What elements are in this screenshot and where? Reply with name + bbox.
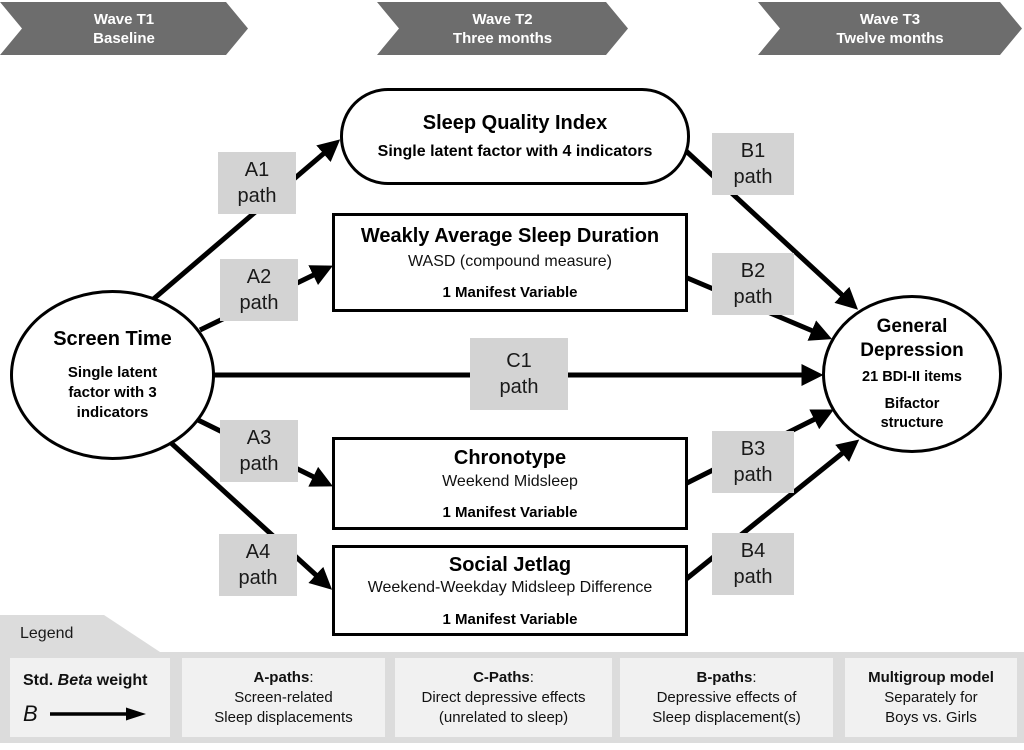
b-paths-title: B-paths: <box>696 668 756 688</box>
c-paths-colon: : <box>529 668 534 686</box>
a2-id: A2 <box>246 266 272 288</box>
label-a2-path: A2 path <box>220 259 298 321</box>
a-paths-line1: Screen-related <box>234 688 333 706</box>
label-b3-path: B3 path <box>712 431 794 493</box>
c-paths-line2: (unrelated to sleep) <box>438 708 569 726</box>
a2-word: path <box>239 292 279 314</box>
node-screen-time: Screen Time Single latent factor with 3 … <box>10 290 215 460</box>
label-b1-path: B1 path <box>712 133 794 195</box>
legend-item-b-paths: B-paths: Depressive effects of Sleep dis… <box>620 658 833 737</box>
banner-wave-t2: Wave T2 Three months <box>377 2 628 55</box>
banner-t1-line1: Wave T1 <box>93 10 155 28</box>
b3-id: B3 <box>740 438 766 460</box>
a3-word: path <box>239 453 279 475</box>
wasd-subtitle: WASD (compound measure) <box>408 252 612 270</box>
banner-wave-t1: Wave T1 Baseline <box>0 2 248 55</box>
a-paths-colon: : <box>309 668 314 686</box>
legend-item-multigroup: Multigroup model Separately for Boys vs.… <box>845 658 1017 737</box>
chronotype-title: Chronotype <box>453 446 567 469</box>
banner-t1-line2: Baseline <box>93 29 155 47</box>
a-paths-title-text: A-paths <box>253 668 310 686</box>
legend-strip: Std. Beta weight B A-paths: Screen-relat… <box>0 652 1024 743</box>
b-paths-colon: : <box>752 668 757 686</box>
a4-id: A4 <box>245 541 271 563</box>
a-paths-line2: Sleep displacements <box>214 708 353 726</box>
multigroup-title: Multigroup model <box>868 668 994 686</box>
sleep-quality-subtitle: Single latent factor with 4 indicators <box>377 142 653 160</box>
c-paths-title-text: C-Paths <box>473 668 530 686</box>
b4-id: B4 <box>740 540 766 562</box>
a4-word: path <box>238 567 278 589</box>
a1-id: A1 <box>244 159 270 181</box>
chronotype-note: 1 Manifest Variable <box>442 504 578 522</box>
screen-time-title: Screen Time <box>53 327 172 350</box>
arrow-a1-path <box>148 139 341 304</box>
legend-item-beta-weight: Std. Beta weight B <box>10 658 170 737</box>
multigroup-line1: Separately for <box>884 688 978 706</box>
node-wasd: Weakly Average Sleep Duration WASD (comp… <box>332 213 688 312</box>
beta-arrow-icon <box>49 707 146 720</box>
b1-word: path <box>733 166 773 188</box>
multigroup-line2: Boys vs. Girls <box>885 708 977 726</box>
screen-time-subtitle: Single latent factor with 3 indicators <box>67 363 158 422</box>
label-a4-path: A4 path <box>219 534 297 596</box>
node-sleep-quality-index: Sleep Quality Index Single latent factor… <box>340 88 690 185</box>
beta-title-pre: Std. <box>23 671 58 689</box>
sleep-quality-title: Sleep Quality Index <box>422 111 608 134</box>
c-paths-line1: Direct depressive effects <box>421 688 586 706</box>
label-a1-path: A1 path <box>218 152 296 214</box>
label-b4-path: B4 path <box>712 533 794 595</box>
node-social-jetlag: Social Jetlag Weekend-Weekday Midsleep D… <box>332 545 688 636</box>
beta-symbol: B <box>23 700 38 726</box>
a3-id: A3 <box>246 427 272 449</box>
banner-t2-line2: Three months <box>452 29 553 47</box>
general-depression-note: Bifactor structure <box>880 396 944 432</box>
c-paths-title: C-Paths: <box>473 668 534 688</box>
b-paths-line2: Sleep displacement(s) <box>652 708 801 726</box>
legend-item-c-paths: C-Paths: Direct depressive effects (unre… <box>395 658 612 737</box>
node-chronotype: Chronotype Weekend Midsleep 1 Manifest V… <box>332 437 688 530</box>
legend-tab-label: Legend <box>20 624 74 642</box>
general-depression-subtitle: 21 BDI-II items <box>862 369 962 386</box>
wasd-note: 1 Manifest Variable <box>442 284 578 302</box>
b3-word: path <box>733 464 773 486</box>
legend-item-a-paths: A-paths: Screen-related Sleep displaceme… <box>182 658 385 737</box>
c1-id: C1 <box>506 350 532 372</box>
b-paths-title-text: B-paths <box>696 668 753 686</box>
wasd-title: Weakly Average Sleep Duration <box>360 224 660 247</box>
general-depression-title: General Depression <box>860 315 964 361</box>
social-jetlag-title: Social Jetlag <box>448 554 572 577</box>
b2-id: B2 <box>740 260 766 282</box>
banner-t3-line1: Wave T3 <box>859 10 921 28</box>
b4-word: path <box>733 566 773 588</box>
beta-symbol-row: B <box>23 700 148 726</box>
label-a3-path: A3 path <box>220 420 298 482</box>
a-paths-title: A-paths: <box>253 668 313 688</box>
b2-word: path <box>733 286 773 308</box>
a1-word: path <box>237 185 277 207</box>
banner-t2-line1: Wave T2 <box>472 10 533 28</box>
b-paths-line1: Depressive effects of <box>656 688 797 706</box>
label-c1-path: C1 path <box>470 338 568 410</box>
banner-t3-line2: Twelve months <box>836 29 944 47</box>
social-jetlag-note: 1 Manifest Variable <box>442 610 578 628</box>
beta-weight-title: Std. Beta weight <box>23 671 147 691</box>
arrow-a4-path <box>168 440 333 590</box>
label-b2-path: B2 path <box>712 253 794 315</box>
social-jetlag-subtitle: Weekend-Weekday Midsleep Difference <box>367 579 653 597</box>
chronotype-subtitle: Weekend Midsleep <box>442 472 578 490</box>
beta-title-italic: Beta <box>57 671 93 689</box>
node-general-depression: General Depression 21 BDI-II items Bifac… <box>822 295 1002 453</box>
beta-title-post: weight <box>92 671 148 689</box>
b1-id: B1 <box>740 140 766 162</box>
banner-wave-t3: Wave T3 Twelve months <box>758 2 1022 55</box>
c1-word: path <box>499 376 539 398</box>
